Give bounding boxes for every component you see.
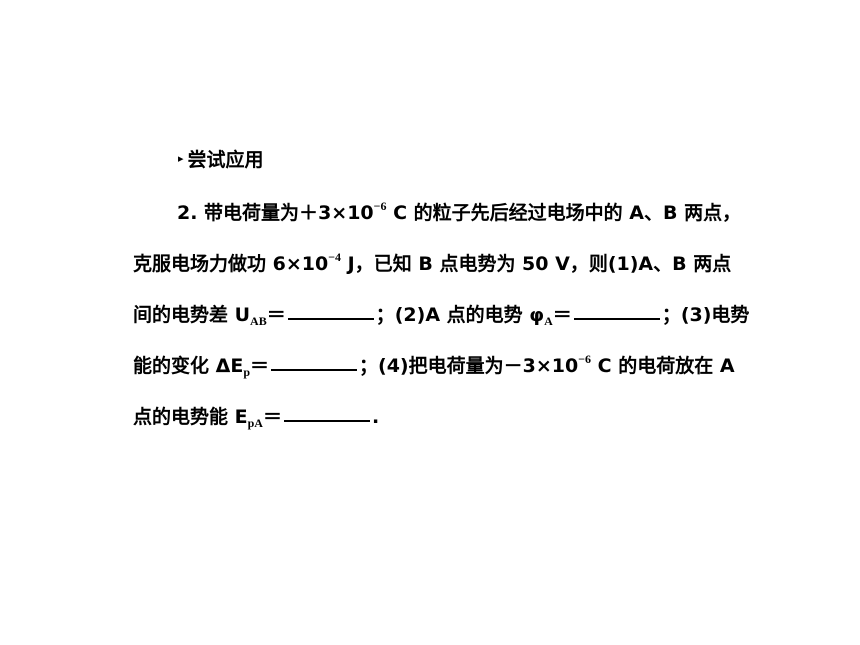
- period: .: [371, 406, 380, 428]
- problem-line-1-part-c: C 的粒子先后经过电场中的 A、B 两点，: [386, 202, 742, 224]
- problem-line-2-part-a: 克服电场力做功 6×10: [133, 253, 329, 275]
- subscript: pA: [247, 416, 263, 430]
- problem-line-1-part-a: 2. 带电荷量为＋: [177, 202, 319, 224]
- subscript: AB: [250, 314, 267, 328]
- triangle-bullet-icon: ▸: [178, 152, 184, 165]
- problem-text: 2. 带电荷量为＋3×10−6 C 的粒子先后经过电场中的 A、B 两点， 克服…: [133, 188, 793, 443]
- problem-line-1: 2. 带电荷量为＋3×10−6 C 的粒子先后经过电场中的 A、B 两点，: [133, 188, 793, 239]
- exponent: −4: [328, 250, 342, 264]
- equals-sign: ＝: [552, 304, 572, 326]
- exponent: −6: [373, 199, 387, 213]
- problem-line-3-part-a: 间的电势差 U: [133, 304, 251, 326]
- section-heading: ▸ 尝试应用: [178, 145, 264, 172]
- problem-line-2: 克服电场力做功 6×10−4 J，已知 B 点电势为 50 V，则(1)A、B …: [133, 239, 793, 290]
- section-heading-text: 尝试应用: [187, 149, 264, 171]
- subscript: p: [243, 365, 250, 379]
- problem-line-1-part-b: 3×10: [318, 202, 374, 224]
- answer-blank-phi-a[interactable]: [573, 317, 660, 320]
- answer-blank-delta-ep[interactable]: [271, 368, 358, 371]
- problem-line-5: 点的电势能 EpA＝.: [133, 392, 793, 443]
- problem-line-4-part-c: ；(4)把电荷量为－3×10: [359, 355, 579, 377]
- problem-line-3: 间的电势差 UAB＝；(2)A 点的电势 φA＝；(3)电势: [133, 290, 793, 341]
- problem-line-2-part-b: J，已知 B 点电势为 50 V，则(1)A、B 两点: [341, 253, 732, 275]
- equals-sign: ＝: [262, 406, 282, 428]
- subscript: A: [544, 314, 553, 328]
- equals-sign: ＝: [266, 304, 286, 326]
- problem-line-4: 能的变化 ΔEp＝ ；(4)把电荷量为－3×10−6 C 的电荷放在 A: [133, 341, 793, 392]
- answer-blank-uab[interactable]: [287, 317, 374, 320]
- problem-line-5-part-a: 点的电势能 E: [133, 406, 248, 428]
- exponent: −6: [578, 352, 592, 366]
- answer-blank-epa[interactable]: [283, 419, 370, 422]
- problem-line-4-part-a: 能的变化 ΔE: [133, 355, 244, 377]
- problem-line-3-part-e: ；(3)电势: [661, 304, 750, 326]
- problem-line-3-part-c: ；(2)A 点的电势 φ: [375, 304, 545, 326]
- problem-line-4-part-d: C 的电荷放在 A: [591, 355, 735, 377]
- equals-sign: ＝: [250, 355, 270, 377]
